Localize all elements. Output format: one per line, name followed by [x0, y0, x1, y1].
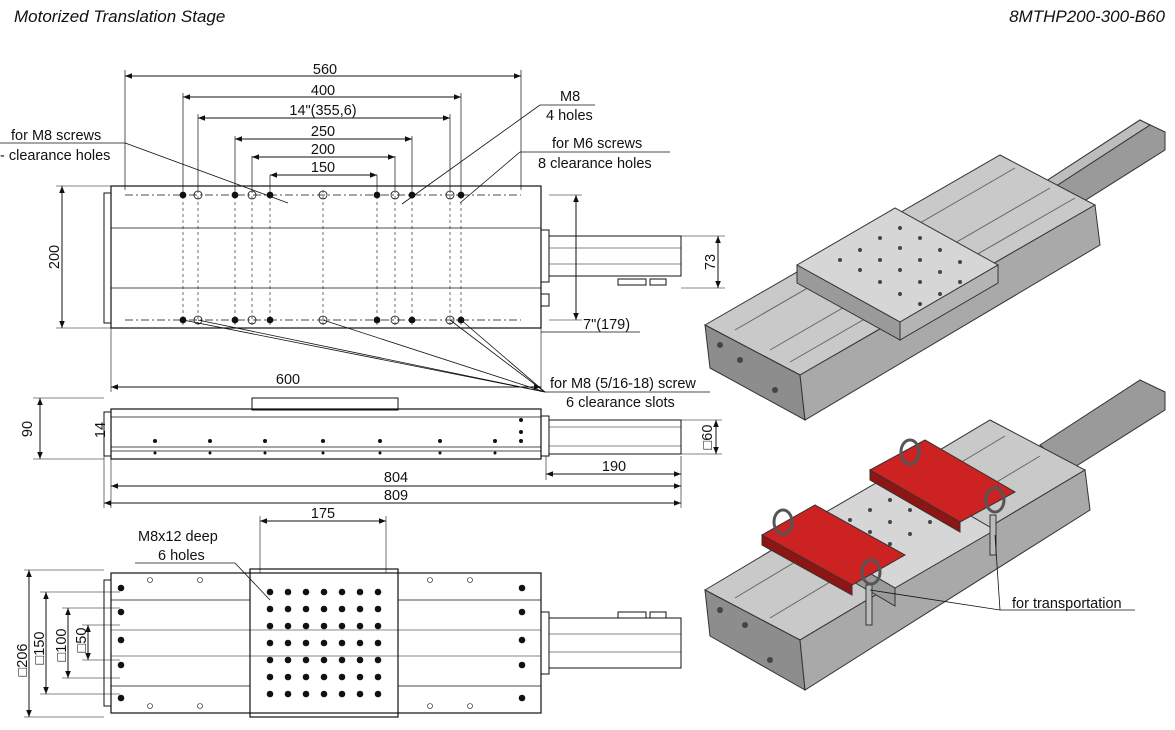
callout-slots: 6 clearance slots: [566, 395, 675, 411]
callout-for-transportation: for transportation: [1012, 596, 1122, 612]
callout-4-holes: 4 holes: [546, 108, 593, 124]
bottom-view-holes: [117, 577, 526, 709]
callout-m8-clearance: - clearance holes: [0, 148, 110, 164]
isometric-stage-transport-view: [703, 379, 1166, 691]
top-view-holes: [179, 190, 465, 325]
dim-14in: 14"(355,6): [289, 103, 356, 119]
callout-m8x12: M8x12 deep: [138, 529, 218, 545]
dim-175: 175: [311, 506, 335, 522]
dim-150: 150: [311, 160, 335, 176]
top-view-leaders: [0, 104, 710, 393]
callout-m6-clearance: 8 clearance holes: [538, 156, 652, 172]
top-view: [56, 70, 725, 392]
dim-square-50: □50: [74, 628, 90, 653]
side-view: [33, 397, 722, 508]
dim-809: 809: [384, 488, 408, 504]
dim-200: 200: [311, 142, 335, 158]
dim-height-200: 200: [47, 245, 63, 269]
dim-400: 400: [311, 83, 335, 99]
dim-250: 250: [311, 124, 335, 140]
dim-square-206: □206: [15, 644, 31, 677]
callout-m6-screws: for M6 screws: [552, 136, 642, 152]
callout-m8: M8: [560, 89, 580, 105]
callout-slots-screw: for M8 (5/16-18) screw: [550, 376, 696, 392]
dim-square-150: □150: [32, 632, 48, 665]
callout-m8-screws: for M8 screws: [11, 128, 101, 144]
side-view-holes: [153, 418, 523, 455]
dim-600: 600: [276, 372, 300, 388]
isometric-plate-holes: [717, 226, 962, 393]
dim-804: 804: [384, 470, 408, 486]
model-number: 8MTHP200-300-B60: [1009, 7, 1165, 26]
dim-14: 14: [93, 422, 109, 438]
bottom-view: [24, 516, 682, 718]
dim-90: 90: [20, 421, 36, 437]
isometric-stage-view: [703, 119, 1166, 421]
dim-square-100: □100: [54, 629, 70, 662]
drawing-title: Motorized Translation Stage: [14, 7, 226, 26]
dim-73: 73: [703, 254, 719, 270]
dim-square-60: □60: [700, 425, 716, 450]
dim-560: 560: [313, 62, 337, 78]
dim-190: 190: [602, 459, 626, 475]
callout-6-holes: 6 holes: [158, 548, 205, 564]
transport-plate-holes: [717, 498, 932, 663]
dim-7in: 7"(179): [583, 317, 630, 333]
